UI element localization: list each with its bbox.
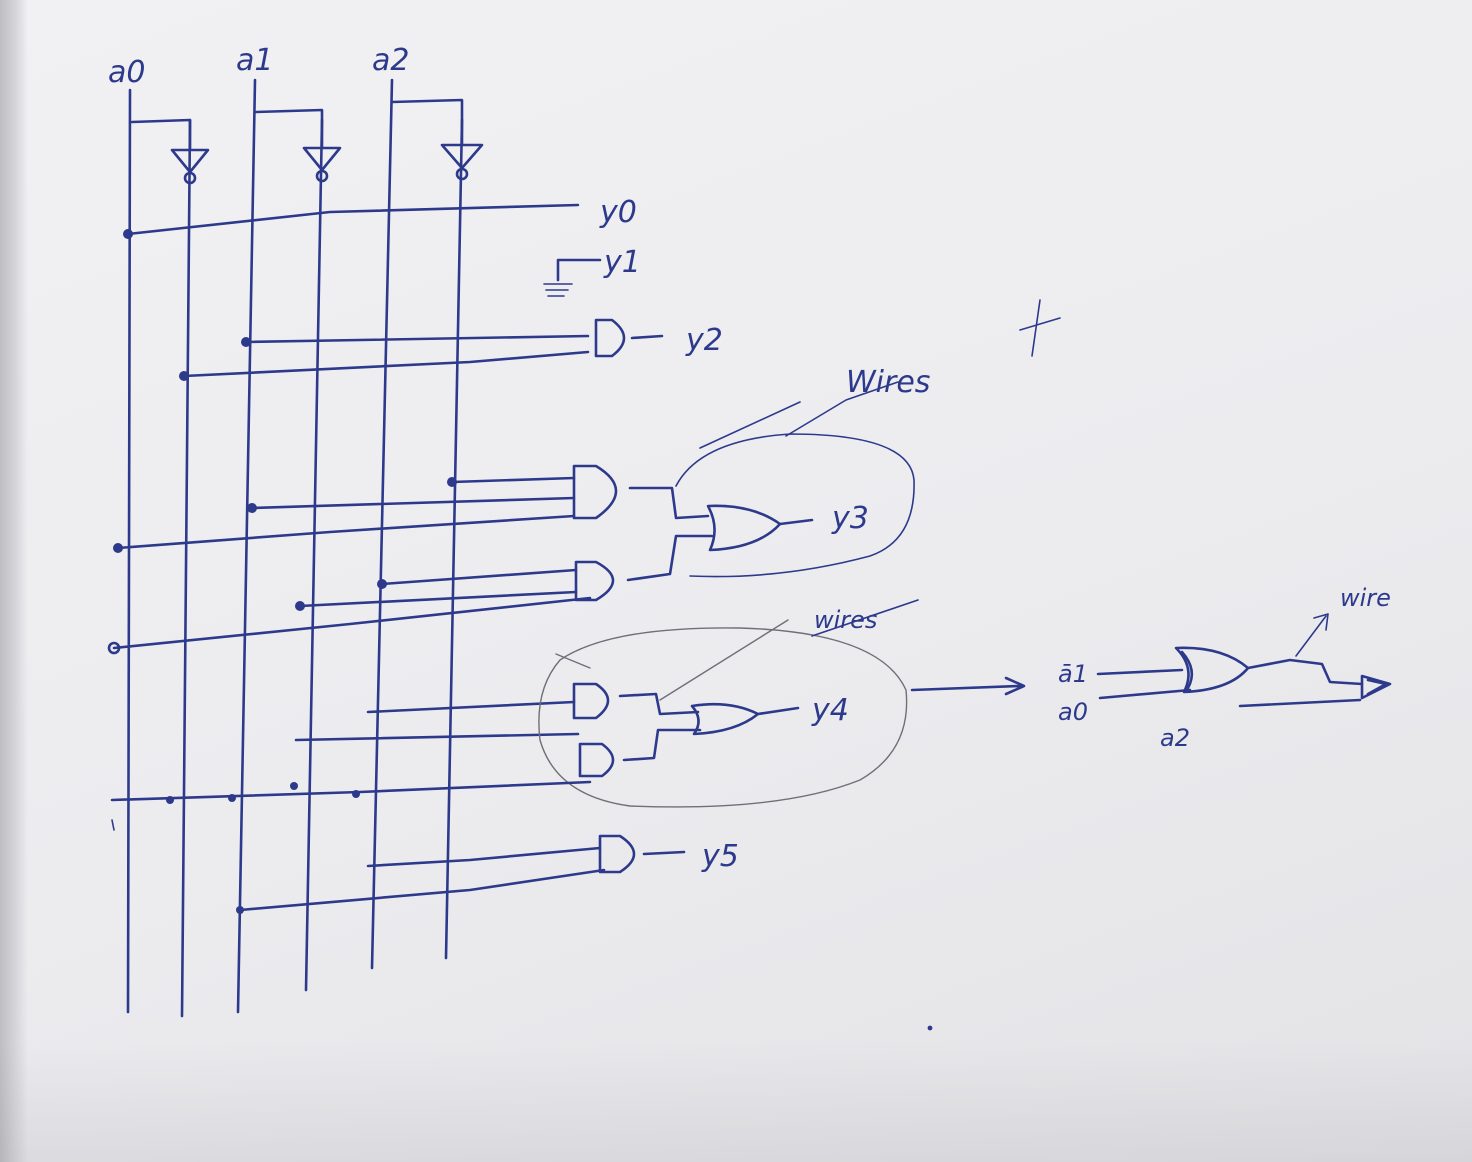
bottom-bus	[110, 780, 592, 831]
annotation-wires-mid: wires	[814, 606, 877, 634]
output-label-y4: y4	[811, 693, 849, 728]
input-label-a2: a2	[372, 43, 409, 78]
scribble-mark	[1019, 299, 1061, 357]
side-input-a2: a2	[1160, 724, 1190, 752]
output-label-y1: y1	[603, 245, 641, 280]
input-rails	[126, 78, 464, 1018]
rail-a0	[126, 88, 132, 1014]
output-label-y0: y0	[599, 195, 637, 230]
output-label-y5: y5	[701, 839, 739, 874]
page-binding-shadow	[0, 0, 28, 1162]
rail-a1	[236, 78, 257, 1014]
rail-a2-bar	[444, 118, 464, 960]
inverter-branches	[130, 98, 464, 152]
y2-and-gate	[179, 318, 664, 381]
output-label-y2: y2	[685, 323, 723, 358]
side-input-a1-bar: ā1	[1058, 660, 1088, 688]
input-label-a0: a0	[108, 55, 145, 90]
not-gate-a0	[170, 148, 210, 185]
input-label-a1: a1	[236, 43, 273, 78]
not-gate-a1	[302, 146, 342, 183]
side-or-circuit	[1096, 613, 1392, 708]
y5-and-gate	[236, 834, 686, 914]
annotation-wire-right: wire	[1340, 584, 1391, 612]
page-bottom-shadow	[0, 1040, 1472, 1162]
rail-a0-bar	[180, 118, 192, 1018]
output-label-y3: y3	[831, 501, 869, 536]
y3-circuit	[113, 381, 915, 611]
annotation-wires-top: Wires	[846, 365, 930, 400]
rail-a2	[370, 78, 394, 970]
y1-ground	[543, 258, 602, 297]
stray-dot	[927, 1025, 933, 1031]
not-gate-a2	[440, 143, 484, 181]
y4-circuit	[107, 596, 1026, 808]
y0-line	[123, 203, 580, 239]
side-input-a0: a0	[1058, 698, 1088, 726]
wires-underline	[811, 599, 919, 637]
rail-a1-bar	[304, 118, 324, 992]
